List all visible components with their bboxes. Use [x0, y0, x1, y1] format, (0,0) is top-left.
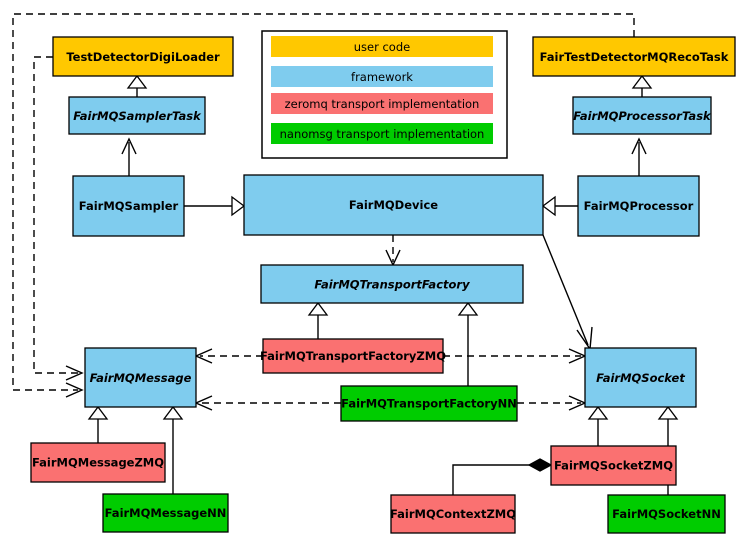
node-rect[interactable]	[72, 175, 185, 237]
edge-recotask-message	[12, 13, 635, 398]
legend-swatch-user-code	[271, 36, 493, 57]
legend-label-zeromq: zeromq transport implementation	[285, 97, 480, 111]
node-fairmqtransportfactorynn[interactable]: FairMQTransportFactoryNN	[340, 385, 518, 422]
edge-processortask-recotask	[631, 74, 653, 97]
edge-processor-processortask	[631, 137, 647, 176]
edge-socketzmq-contextzmq	[452, 458, 553, 495]
node-label: FairMQMessageZMQ	[32, 456, 164, 470]
node-rect[interactable]	[532, 36, 736, 77]
legend-item-zeromq: zeromq transport implementation	[271, 93, 493, 114]
legend-label-framework: framework	[351, 70, 413, 84]
node-label: FairTestDetectorMQRecoTask	[540, 50, 729, 64]
node-label: FairMQDevice	[349, 198, 438, 212]
node-label: FairMQProcessorTask	[573, 109, 712, 123]
legend-swatch-framework	[271, 66, 493, 87]
node-label: FairMQContextZMQ	[390, 507, 516, 521]
edge-messagezmq-message	[87, 405, 109, 443]
node-label: FairMQSocketZMQ	[554, 459, 673, 473]
node-rect[interactable]	[577, 175, 700, 237]
node-fairmqtransportfactory[interactable]: FairMQTransportFactory	[260, 264, 524, 304]
node-fairmqmessage[interactable]: FairMQMessage	[84, 347, 197, 408]
node-rect[interactable]	[390, 494, 516, 534]
legend-label-user-code: user code	[354, 40, 410, 54]
node-fairmqsampler[interactable]: FairMQSampler	[72, 175, 185, 237]
node-label: FairMQSampler	[79, 199, 179, 213]
edge-tfzmq-tf	[307, 301, 329, 339]
node-label: TestDetectorDigiLoader	[66, 50, 220, 64]
edge-layer	[12, 13, 679, 495]
node-label: FairMQMessageNN	[105, 506, 227, 520]
node-label: FairMQSamplerTask	[73, 109, 202, 123]
node-rect[interactable]	[102, 493, 229, 533]
node-fairmqprocessor[interactable]: FairMQProcessor	[577, 175, 700, 237]
node-rect[interactable]	[243, 174, 544, 236]
edge-sampler-samplertask	[121, 137, 137, 176]
legend-item-user-code: user code	[271, 36, 493, 57]
node-rect[interactable]	[260, 264, 524, 304]
node-rect[interactable]	[68, 96, 206, 135]
node-fairmqsamplertask[interactable]: FairMQSamplerTask	[68, 96, 206, 135]
node-fairmqtransportfactoryzmq[interactable]: FairMQTransportFactoryZMQ	[260, 338, 446, 374]
edge-digiloader-message	[33, 56, 84, 381]
edge-tfnn-tf	[457, 301, 479, 386]
node-label: FairMQSocket	[596, 371, 685, 385]
node-label: FairMQProcessor	[584, 199, 694, 213]
legend-swatch-nanomsg	[271, 123, 493, 144]
legend-label-nanomsg: nanomsg transport implementation	[280, 127, 485, 141]
node-rect[interactable]	[52, 36, 234, 77]
node-fairmqcontextzmq[interactable]: FairMQContextZMQ	[390, 494, 516, 534]
node-fairtestdetectormqrecotask[interactable]: FairTestDetectorMQRecoTask	[532, 36, 736, 77]
edge-socketzmq-socket	[587, 405, 609, 446]
node-rect[interactable]	[550, 445, 677, 486]
node-layer: TestDetectorDigiLoader FairTestDetectorM…	[30, 36, 736, 534]
node-testdetectordigiloader[interactable]: TestDetectorDigiLoader	[52, 36, 234, 77]
legend: user code framework zeromq transport imp…	[261, 30, 508, 159]
node-rect[interactable]	[572, 96, 712, 135]
node-label: FairMQTransportFactory	[314, 278, 470, 292]
node-label: FairMQSocketNN	[612, 507, 721, 521]
legend-swatch-zeromq	[271, 93, 493, 114]
edge-processor-device	[541, 195, 578, 217]
node-rect[interactable]	[262, 338, 444, 374]
node-fairmqmessagezmq[interactable]: FairMQMessageZMQ	[30, 442, 166, 483]
node-rect[interactable]	[584, 347, 697, 408]
node-fairmqsocketnn[interactable]: FairMQSocketNN	[607, 494, 726, 534]
node-fairmqsocket[interactable]: FairMQSocket	[584, 347, 697, 408]
node-label: FairMQTransportFactoryNN	[341, 397, 517, 411]
node-label: FairMQTransportFactoryZMQ	[260, 349, 446, 363]
node-rect[interactable]	[84, 347, 197, 408]
legend-item-nanomsg: nanomsg transport implementation	[271, 123, 493, 144]
node-fairmqdevice[interactable]: FairMQDevice	[243, 174, 544, 236]
node-fairmqsocketzmq[interactable]: FairMQSocketZMQ	[550, 445, 677, 486]
edge-samplertask-digiloader	[126, 74, 148, 97]
node-label: FairMQMessage	[90, 371, 192, 385]
node-rect[interactable]	[607, 494, 726, 534]
node-rect[interactable]	[30, 442, 166, 483]
node-fairmqmessagenn[interactable]: FairMQMessageNN	[102, 493, 229, 533]
edge-messagenn-message	[162, 405, 184, 494]
node-fairmqprocessortask[interactable]: FairMQProcessorTask	[572, 96, 712, 135]
legend-item-framework: framework	[271, 66, 493, 87]
node-rect[interactable]	[340, 385, 518, 422]
edge-sampler-device	[184, 195, 246, 217]
